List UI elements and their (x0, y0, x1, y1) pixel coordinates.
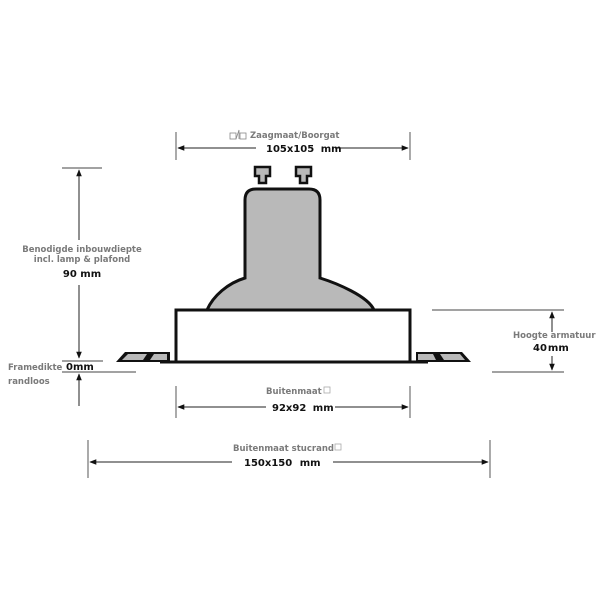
cutout-dimension: Zaagmaat/Boorgat 105x105 mm (175, 129, 411, 160)
gu10-lamp (204, 165, 377, 312)
depth-label-line2: incl. lamp & plafond (34, 255, 130, 265)
saw-drill-icon (229, 129, 247, 140)
depth-value: 90 mm (63, 269, 101, 280)
height-dimension: Hoogte armatuur 40mm (432, 309, 596, 373)
fixture-housing (174, 308, 412, 364)
ceiling-clip-left (116, 352, 170, 362)
ceiling-clip-right (416, 352, 471, 362)
outer-label: Buitenmaat (266, 387, 322, 397)
square-icon (334, 443, 342, 451)
cutout-label: Zaagmaat/Boorgat (250, 131, 339, 141)
frame-label-line1: Framedikte (8, 363, 63, 373)
lamp-pin-left (253, 165, 272, 185)
outer-value: 92x92 mm (272, 403, 334, 414)
outer-plaster-value: 150x150 mm (244, 458, 321, 469)
outer-dimension: Buitenmaat 92x92 mm (175, 386, 411, 418)
frame-label-line2: randloos (8, 377, 50, 387)
lamp-pin-right (294, 165, 313, 185)
frame-value: 0mm (66, 362, 94, 373)
square-icon (323, 386, 331, 394)
frame-dimension: Framedikte randloos 0mm (8, 360, 136, 406)
outer-plaster-label: Buitenmaat stucrand (233, 444, 334, 454)
cutout-value: 105x105 mm (266, 144, 342, 155)
lamp-body (204, 187, 377, 312)
height-label: Hoogte armatuur (513, 331, 596, 341)
outer-plaster-dimension: Buitenmaat stucrand 150x150 mm (87, 440, 491, 478)
height-value: 40mm (533, 343, 569, 354)
depth-dimension: Benodigde inbouwdiepte incl. lamp & plaf… (22, 167, 142, 359)
depth-label-line1: Benodigde inbouwdiepte (22, 245, 142, 255)
